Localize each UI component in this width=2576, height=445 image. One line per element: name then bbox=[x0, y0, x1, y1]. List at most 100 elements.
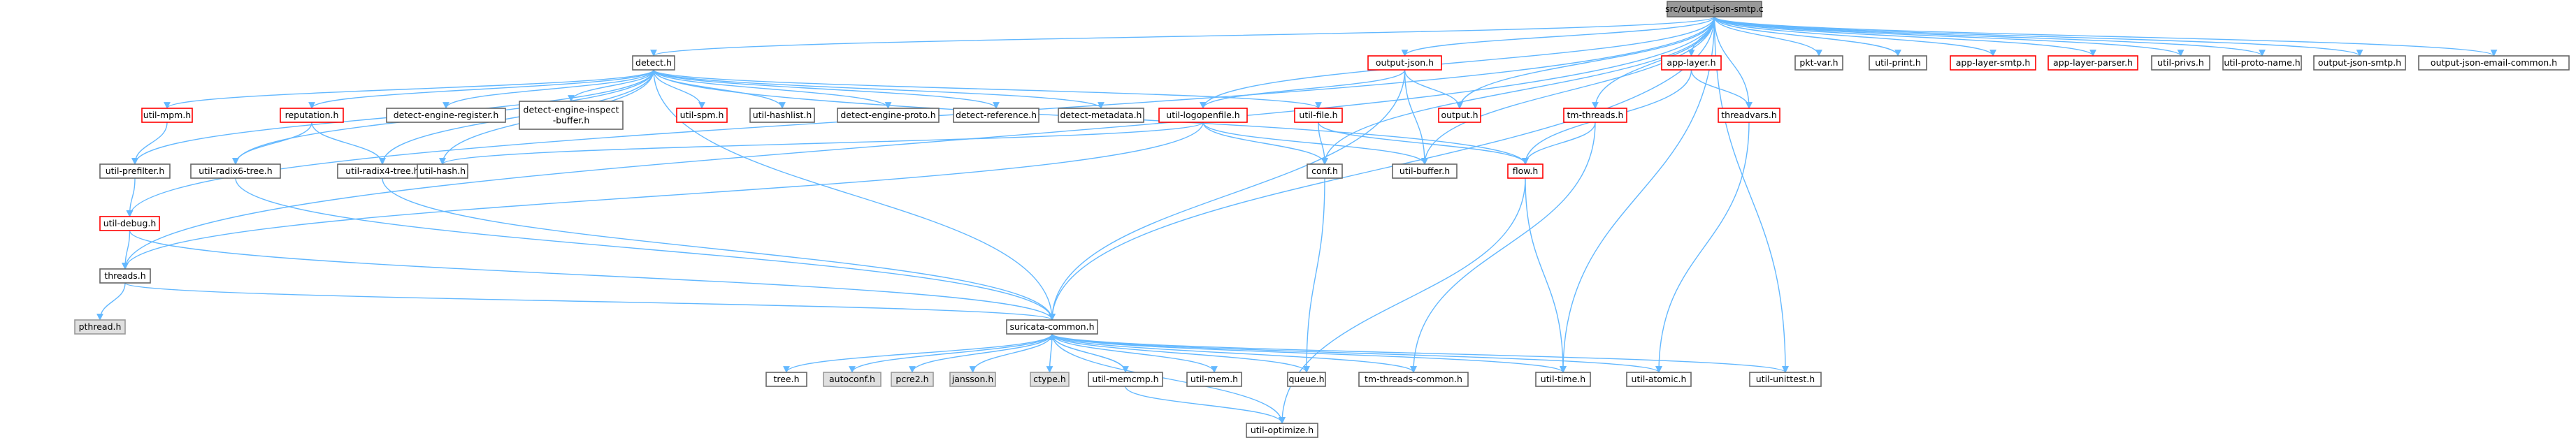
edge-detect-h-to-util-hashlist-h bbox=[653, 69, 786, 109]
node-output-json-email-common-h[interactable]: output-json-email-common.h bbox=[2418, 55, 2570, 71]
node-box bbox=[1794, 55, 1843, 71]
node-reputation-h[interactable]: reputation.h bbox=[280, 108, 344, 123]
edge-util-radix6-tree-h-to-suricata-common-h bbox=[235, 177, 1056, 321]
node-label: util-optimize.h bbox=[1251, 425, 1314, 435]
node-threads-h[interactable]: threads.h bbox=[99, 268, 151, 284]
node-util-mem-h[interactable]: util-mem.h bbox=[1186, 372, 1242, 387]
node-box bbox=[953, 108, 1039, 123]
node-util-radix4-tree-h[interactable]: util-radix4-tree.h bbox=[337, 163, 428, 179]
node-app-layer-parser-h[interactable]: app-layer-parser.h bbox=[2048, 55, 2138, 71]
node-util-hashlist-h[interactable]: util-hashlist.h bbox=[749, 108, 815, 123]
edge-threads-h-to-suricata-common-h bbox=[124, 282, 1056, 321]
edge-root-to-app-layer-smtp-h bbox=[1713, 16, 1996, 57]
node-util-unittest-h[interactable]: util-unittest.h bbox=[1749, 372, 1822, 387]
edge-suricata-common-h-to-util-atomic-h bbox=[1051, 333, 1662, 373]
node-flow-h[interactable]: flow.h bbox=[1507, 163, 1544, 179]
node-app-layer-smtp-h[interactable]: app-layer-smtp.h bbox=[1950, 55, 2036, 71]
node-box bbox=[99, 163, 171, 179]
node-util-buffer-h[interactable]: util-buffer.h bbox=[1392, 163, 1458, 179]
node-box bbox=[1367, 55, 1442, 71]
node-util-mpm-h[interactable]: util-mpm.h bbox=[141, 108, 193, 123]
edge-util-file-h-to-conf-h bbox=[1318, 122, 1328, 165]
node-label: -buffer.h bbox=[553, 115, 590, 126]
node-label: app-layer.h bbox=[1667, 57, 1715, 68]
node-util-optimize-h[interactable]: util-optimize.h bbox=[1246, 423, 1318, 438]
node-util-logopenfile-h[interactable]: util-logopenfile.h bbox=[1158, 108, 1248, 123]
node-tree-h[interactable]: tree.h bbox=[765, 372, 807, 387]
edge-suricata-common-h-to-tree-h bbox=[783, 333, 1053, 373]
edge-threadvars-h-to-util-atomic-h bbox=[1655, 122, 1750, 373]
edge-detect-h-to-detect-engine-register-h bbox=[442, 69, 654, 109]
edge-layer bbox=[96, 16, 2498, 424]
node-util-debug-h[interactable]: util-debug.h bbox=[99, 216, 160, 231]
node-output-json-smtp-h[interactable]: output-json-smtp.h bbox=[2313, 55, 2406, 71]
node-box bbox=[141, 108, 193, 123]
node-util-print-h[interactable]: util-print.h bbox=[1869, 55, 1927, 71]
node-box bbox=[632, 55, 675, 71]
node-box bbox=[99, 268, 151, 284]
node-threadvars-h[interactable]: threadvars.h bbox=[1718, 108, 1780, 123]
node-output-json-h[interactable]: output-json.h bbox=[1367, 55, 1442, 71]
node-jansson-h[interactable]: jansson.h bbox=[949, 372, 996, 387]
node-label: output-json.h bbox=[1376, 57, 1434, 68]
node-ctype-h[interactable]: ctype.h bbox=[1030, 372, 1070, 387]
node-util-time-h[interactable]: util-time.h bbox=[1535, 372, 1591, 387]
node-autoconf-h[interactable]: autoconf.h bbox=[823, 372, 882, 387]
node-util-atomic-h[interactable]: util-atomic.h bbox=[1626, 372, 1692, 387]
node-label: output.h bbox=[1441, 110, 1478, 120]
edge-suricata-common-h-to-queue-h bbox=[1051, 333, 1310, 373]
node-label: output-json-email-common.h bbox=[2431, 57, 2557, 68]
node-pcre2-h[interactable]: pcre2.h bbox=[891, 372, 934, 387]
node-label: util-privs.h bbox=[2157, 57, 2204, 68]
node-util-privs-h[interactable]: util-privs.h bbox=[2151, 55, 2210, 71]
node-label: autoconf.h bbox=[829, 374, 875, 384]
node-label: detect-metadata.h bbox=[1060, 110, 1142, 120]
edge-output-json-h-to-util-logopenfile-h bbox=[1200, 69, 1406, 109]
edge-util-radix4-tree-h-to-suricata-common-h bbox=[382, 177, 1056, 321]
node-detect-engine-inspect-buffer-h[interactable]: detect-engine-inspect-buffer.h bbox=[519, 101, 624, 130]
node-queue-h[interactable]: queue.h bbox=[1287, 372, 1326, 387]
edge-reputation-h-to-util-radix6-tree-h bbox=[232, 122, 312, 165]
edge-suricata-common-h-to-pcre2-h bbox=[909, 333, 1053, 373]
node-util-file-h[interactable]: util-file.h bbox=[1294, 108, 1343, 123]
node-detect-h[interactable]: detect.h bbox=[632, 55, 675, 71]
node-box bbox=[1307, 163, 1343, 179]
node-box bbox=[2313, 55, 2406, 71]
node-root[interactable]: src/output-json-smtp.c bbox=[1665, 1, 1764, 17]
node-util-radix6-tree-h[interactable]: util-radix6-tree.h bbox=[190, 163, 281, 179]
node-detect-engine-register-h[interactable]: detect-engine-register.h bbox=[386, 108, 506, 123]
node-util-spm-h[interactable]: util-spm.h bbox=[676, 108, 728, 123]
edge-detect-h-to-detect-metadata-h bbox=[653, 69, 1104, 109]
node-detect-engine-proto-h[interactable]: detect-engine-proto.h bbox=[837, 108, 940, 123]
edge-detect-h-to-util-file-h bbox=[653, 69, 1322, 109]
node-box bbox=[1438, 108, 1481, 123]
edge-util-debug-h-to-threads-h bbox=[122, 230, 131, 270]
node-label: util-atomic.h bbox=[1632, 374, 1687, 384]
node-label: util-unittest.h bbox=[1756, 374, 1815, 384]
node-util-hash-h[interactable]: util-hash.h bbox=[417, 163, 468, 179]
node-app-layer-h[interactable]: app-layer.h bbox=[1661, 55, 1722, 71]
node-label: pthread.h bbox=[79, 321, 122, 332]
node-box bbox=[1950, 55, 2036, 71]
node-conf-h[interactable]: conf.h bbox=[1307, 163, 1343, 179]
node-label: queue.h bbox=[1288, 374, 1324, 384]
node-output-h[interactable]: output.h bbox=[1438, 108, 1481, 123]
node-label: tm-threads-common.h bbox=[1365, 374, 1462, 384]
node-util-memcmp-h[interactable]: util-memcmp.h bbox=[1088, 372, 1163, 387]
node-label: suricata-common.h bbox=[1010, 321, 1095, 332]
edge-util-logopenfile-h-to-util-buffer-h bbox=[1202, 122, 1428, 165]
edge-detect-h-to-detect-reference-h bbox=[653, 69, 1000, 109]
node-tm-threads-common-h[interactable]: tm-threads-common.h bbox=[1358, 372, 1469, 387]
node-suricata-common-h[interactable]: suricata-common.h bbox=[1006, 319, 1098, 335]
node-label: util-hash.h bbox=[419, 166, 466, 176]
node-label: util-logopenfile.h bbox=[1166, 110, 1239, 120]
node-util-proto-name-h[interactable]: util-proto-name.h bbox=[2222, 55, 2302, 71]
node-tm-threads-h[interactable]: tm-threads.h bbox=[1563, 108, 1627, 123]
node-box bbox=[1186, 372, 1242, 387]
node-detect-metadata-h[interactable]: detect-metadata.h bbox=[1058, 108, 1144, 123]
node-util-prefilter-h[interactable]: util-prefilter.h bbox=[99, 163, 171, 179]
node-pthread-h[interactable]: pthread.h bbox=[74, 319, 126, 335]
node-box bbox=[891, 372, 934, 387]
node-pkt-var-h[interactable]: pkt-var.h bbox=[1794, 55, 1843, 71]
node-detect-reference-h[interactable]: detect-reference.h bbox=[953, 108, 1039, 123]
